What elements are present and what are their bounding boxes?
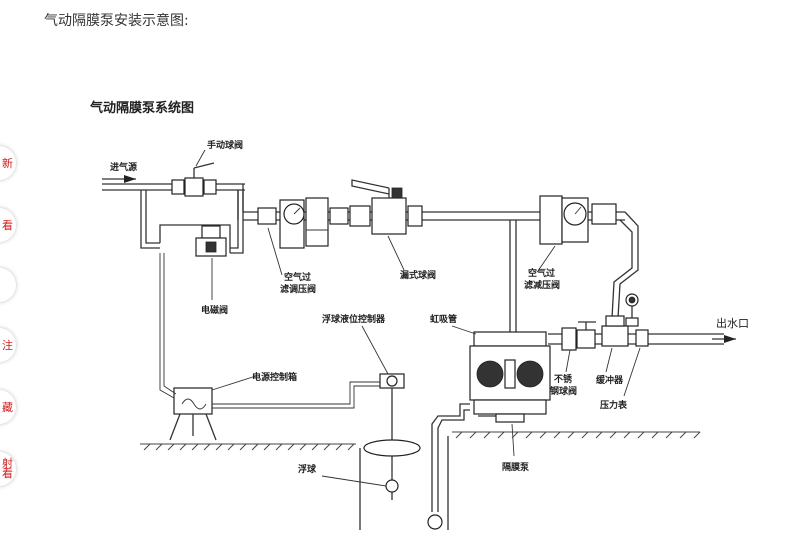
pulsation-buffer <box>601 315 649 347</box>
page-caption: 气动隔膜泵安装示意图: <box>44 13 189 29</box>
solenoid-valve <box>195 225 227 257</box>
tank <box>359 436 449 530</box>
side-tab-label: 注 <box>2 338 13 352</box>
manual-ball-valve <box>171 162 217 197</box>
suction-line <box>427 403 470 530</box>
side-tab-label: 新 <box>2 156 13 170</box>
ground <box>140 431 701 451</box>
label-outlet: 出水口 <box>716 316 749 330</box>
side-tab-collect[interactable]: 藏 <box>0 390 16 424</box>
side-tab-follow[interactable]: 注 <box>0 328 16 362</box>
side-tab-label: 射 看 <box>2 457 13 480</box>
label-air-filter-regulator-2: 空气过 滤减压阀 <box>524 267 560 291</box>
label-frl1-line2: 滤调压阀 <box>280 283 316 295</box>
label-ssv-line2: 钢球阀 <box>550 385 577 397</box>
label-power-control-box: 电源控制箱 <box>252 371 297 383</box>
label-frl1-line1: 空气过 <box>284 271 311 283</box>
pressure-gauge <box>625 293 639 327</box>
side-tab-label: 藏 <box>2 400 13 414</box>
diagram-title: 气动隔膜泵系统图 <box>90 100 194 116</box>
label-float-controller: 浮球液位控制器 <box>322 313 386 325</box>
label-buffer: 缓冲器 <box>596 374 624 386</box>
side-tab-label: 看 <box>2 218 13 232</box>
gauge-tubing <box>611 211 639 319</box>
label-frl2-line1: 空气过 <box>528 267 555 279</box>
diaphragm-pump <box>469 331 551 423</box>
side-tab-blank[interactable] <box>0 268 16 302</box>
label-frl2-line2: 滤减压阀 <box>524 279 560 291</box>
label-pressure-gauge: 压力表 <box>600 399 628 411</box>
side-tab-view[interactable]: 看 <box>0 208 16 242</box>
control-wiring <box>159 253 380 409</box>
label-solenoid-valve: 电磁阀 <box>201 304 228 316</box>
label-manual-ball-valve: 手动球阀 <box>207 139 243 151</box>
label-ssv-line1: 不锈 <box>554 373 573 385</box>
leak-ball-valve <box>349 179 423 235</box>
stainless-ball-valve <box>561 321 596 351</box>
label-suction-hose: 虹吸管 <box>430 313 457 325</box>
label-air-filter-regulator-1: 空气过 滤调压阀 <box>280 271 316 295</box>
label-leak-ball-valve: 漏式球阀 <box>400 269 436 281</box>
float-level-controller <box>363 373 421 500</box>
power-control-box <box>169 387 217 441</box>
bypass-loop <box>140 190 244 254</box>
label-diaphragm-pump: 隔膜泵 <box>502 461 530 473</box>
side-tab-new[interactable]: 新 <box>0 146 16 180</box>
label-air-inlet: 进气源 <box>110 161 137 173</box>
air-filter-regulator-2 <box>539 195 617 245</box>
air-filter-regulator-1 <box>257 197 349 249</box>
label-float-ball: 浮球 <box>298 463 317 475</box>
label-stainless-ball-valve: 不锈 钢球阀 <box>550 373 577 397</box>
side-tab-share[interactable]: 射 看 <box>0 452 16 486</box>
